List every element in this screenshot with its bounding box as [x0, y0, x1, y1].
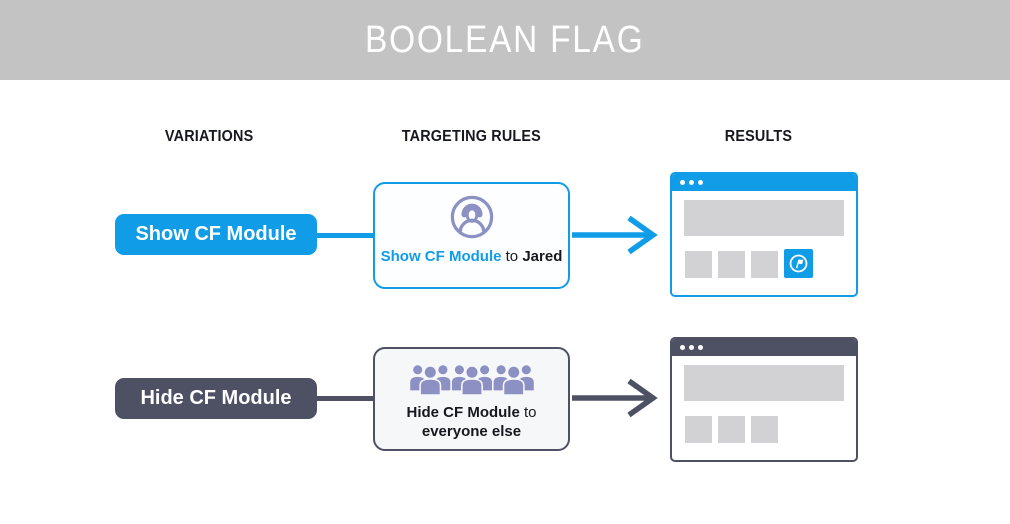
diagram-title: BOOLEAN FLAG [365, 18, 645, 61]
window-dot-icon [689, 180, 694, 185]
rule-flag-name: Show CF Module [380, 248, 502, 265]
connector-line-show [315, 233, 375, 238]
window-dot-icon [698, 180, 703, 185]
rule-connector-word: to [523, 404, 537, 421]
targeting-rule-card-show: Show CF Module to Jared [373, 182, 570, 289]
content-banner-placeholder [684, 365, 844, 401]
rule-audience: Jared [522, 248, 563, 265]
targeting-rule-text: Show CF Module to Jared [381, 247, 563, 266]
variation-pill-label: Show CF Module [135, 223, 297, 245]
variation-pill-show-cf-module: Show CF Module [115, 214, 317, 255]
content-block-placeholder [718, 251, 745, 278]
arrow-right-icon-dark [572, 378, 658, 418]
variation-pill-label: Hide CF Module [140, 387, 292, 409]
content-banner-placeholder [684, 200, 844, 236]
flag-circle-icon [789, 254, 808, 273]
window-dot-icon [680, 345, 685, 350]
variation-pill-hide-cf-module: Hide CF Module [115, 378, 317, 419]
column-label-results: RESULTS [724, 128, 792, 145]
result-browser-hide [670, 337, 858, 462]
content-block-placeholder [685, 416, 712, 443]
rule-connector-word: to [505, 248, 519, 265]
content-block-placeholder [751, 251, 778, 278]
diagram-title-bar: BOOLEAN FLAG [0, 0, 1010, 80]
browser-title-bar [672, 339, 856, 356]
window-dot-icon [680, 180, 685, 185]
arrow-right-icon-blue [572, 215, 658, 255]
targeting-rule-card-hide: Hide CF Module to everyone else [373, 347, 570, 451]
result-browser-show [670, 172, 858, 297]
connector-line-hide [315, 396, 375, 401]
column-label-targeting-rules: TARGETING RULES [401, 128, 541, 145]
browser-title-bar [672, 174, 856, 191]
column-label-variations: VARIATIONS [164, 128, 254, 145]
content-block-placeholder [685, 251, 712, 278]
cf-module-tile [784, 249, 813, 278]
content-block-placeholder [718, 416, 745, 443]
window-dot-icon [689, 345, 694, 350]
window-dot-icon [698, 345, 703, 350]
targeting-rule-text: Hide CF Module to everyone else [406, 403, 536, 441]
crowd-icon [408, 363, 535, 396]
rule-flag-name: Hide CF Module [406, 404, 520, 421]
content-block-placeholder [751, 416, 778, 443]
rule-audience: everyone else [421, 423, 522, 440]
single-user-icon [450, 195, 493, 239]
